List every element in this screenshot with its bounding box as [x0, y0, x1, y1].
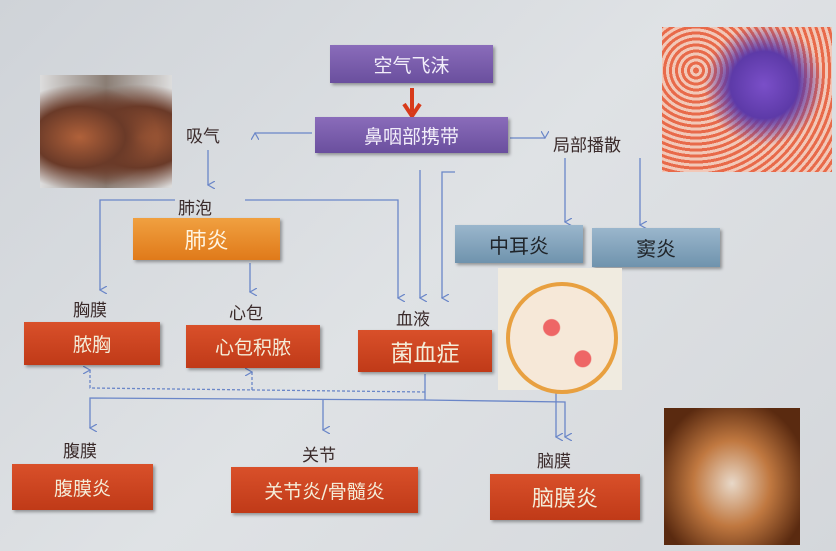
- peritoneum-label: 腹膜: [63, 442, 97, 462]
- airborne-droplets-box: 空气飞沫: [330, 45, 493, 83]
- inhale-label: 吸气: [186, 127, 220, 147]
- otitis-media-box: 中耳炎: [455, 225, 583, 263]
- sinusitis-box: 窦炎: [592, 228, 720, 267]
- meningitis-box: 脑膜炎: [490, 474, 640, 520]
- alveoli-label: 肺泡: [178, 199, 212, 219]
- pleura-label: 胸膜: [73, 301, 107, 321]
- alveolar-diagram-image: [498, 268, 622, 394]
- joint-label: 关节: [302, 446, 336, 466]
- blood-label: 血液: [396, 310, 430, 330]
- pericardium-label: 心包: [229, 304, 263, 324]
- empyema-box: 脓胸: [24, 322, 160, 365]
- cocci-micrograph-image: [662, 27, 832, 172]
- pneumonia-box: 肺炎: [133, 218, 280, 260]
- nasopharynx-carriage-box: 鼻咽部携带: [315, 117, 508, 153]
- arthritis-osteomyelitis-box: 关节炎/骨髓炎: [231, 467, 418, 513]
- bacteremia-box: 菌血症: [358, 330, 492, 372]
- local-spread-label: 局部播散: [553, 136, 621, 156]
- meninges-label: 脑膜: [537, 452, 571, 472]
- brain-surgery-image: [664, 408, 800, 545]
- peritonitis-box: 腹膜炎: [12, 464, 153, 510]
- pericardial-empyema-box: 心包积脓: [186, 325, 320, 368]
- chest-xray-image: [40, 75, 172, 188]
